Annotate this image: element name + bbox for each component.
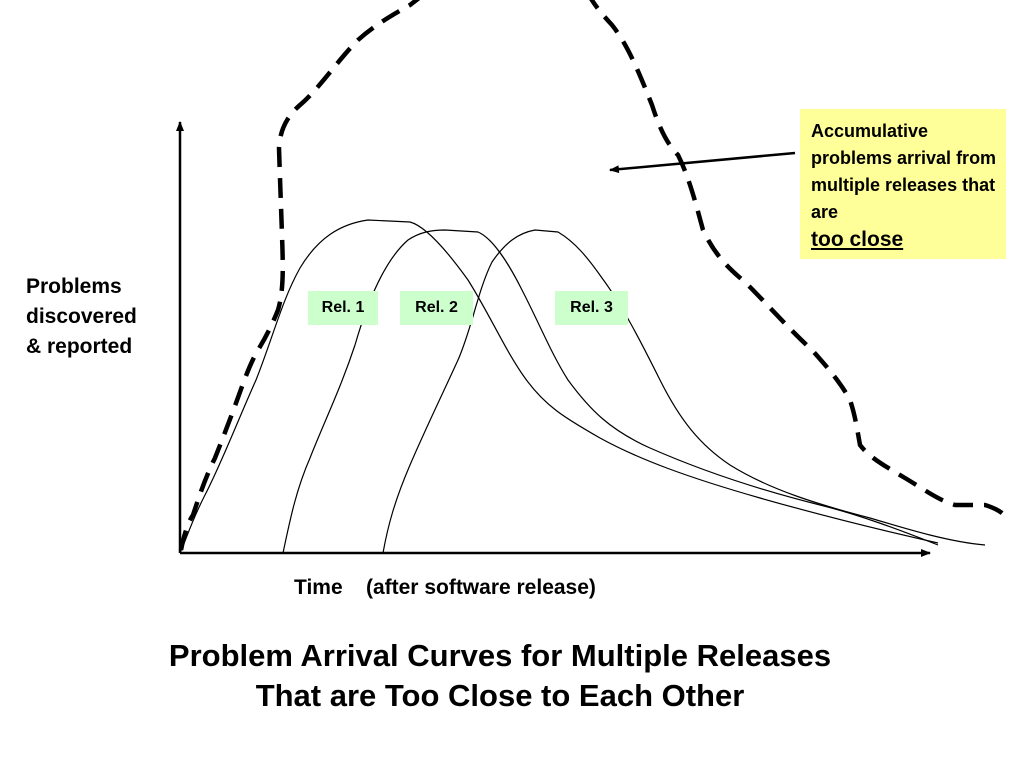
release-2-curve <box>282 229 939 554</box>
diagram-title: Problem Arrival Curves for Multiple Rele… <box>0 636 1000 716</box>
title-line-1: Problem Arrival Curves for Multiple Rele… <box>168 638 832 673</box>
release-3-curve <box>382 229 986 554</box>
y-axis-label: Problems discovered & reported <box>26 275 137 358</box>
release-1-label: Rel. 1 <box>308 291 378 325</box>
accumulative-problems-callout: Accumulative problems arrival from multi… <box>800 109 1006 259</box>
release-2-label: Rel. 2 <box>400 291 473 325</box>
x-axis-label: Time (after software release) <box>294 576 596 599</box>
callout-text: Accumulative problems arrival from multi… <box>811 121 997 222</box>
title-line-2: That are Too Close to Each Other <box>255 678 745 713</box>
release-3-label: Rel. 3 <box>555 291 628 325</box>
accumulative-curve <box>178 0 1008 551</box>
callout-emphasis: too close <box>811 228 904 251</box>
release-1-curve <box>179 219 939 554</box>
callout-pointer-arrow <box>609 151 796 174</box>
